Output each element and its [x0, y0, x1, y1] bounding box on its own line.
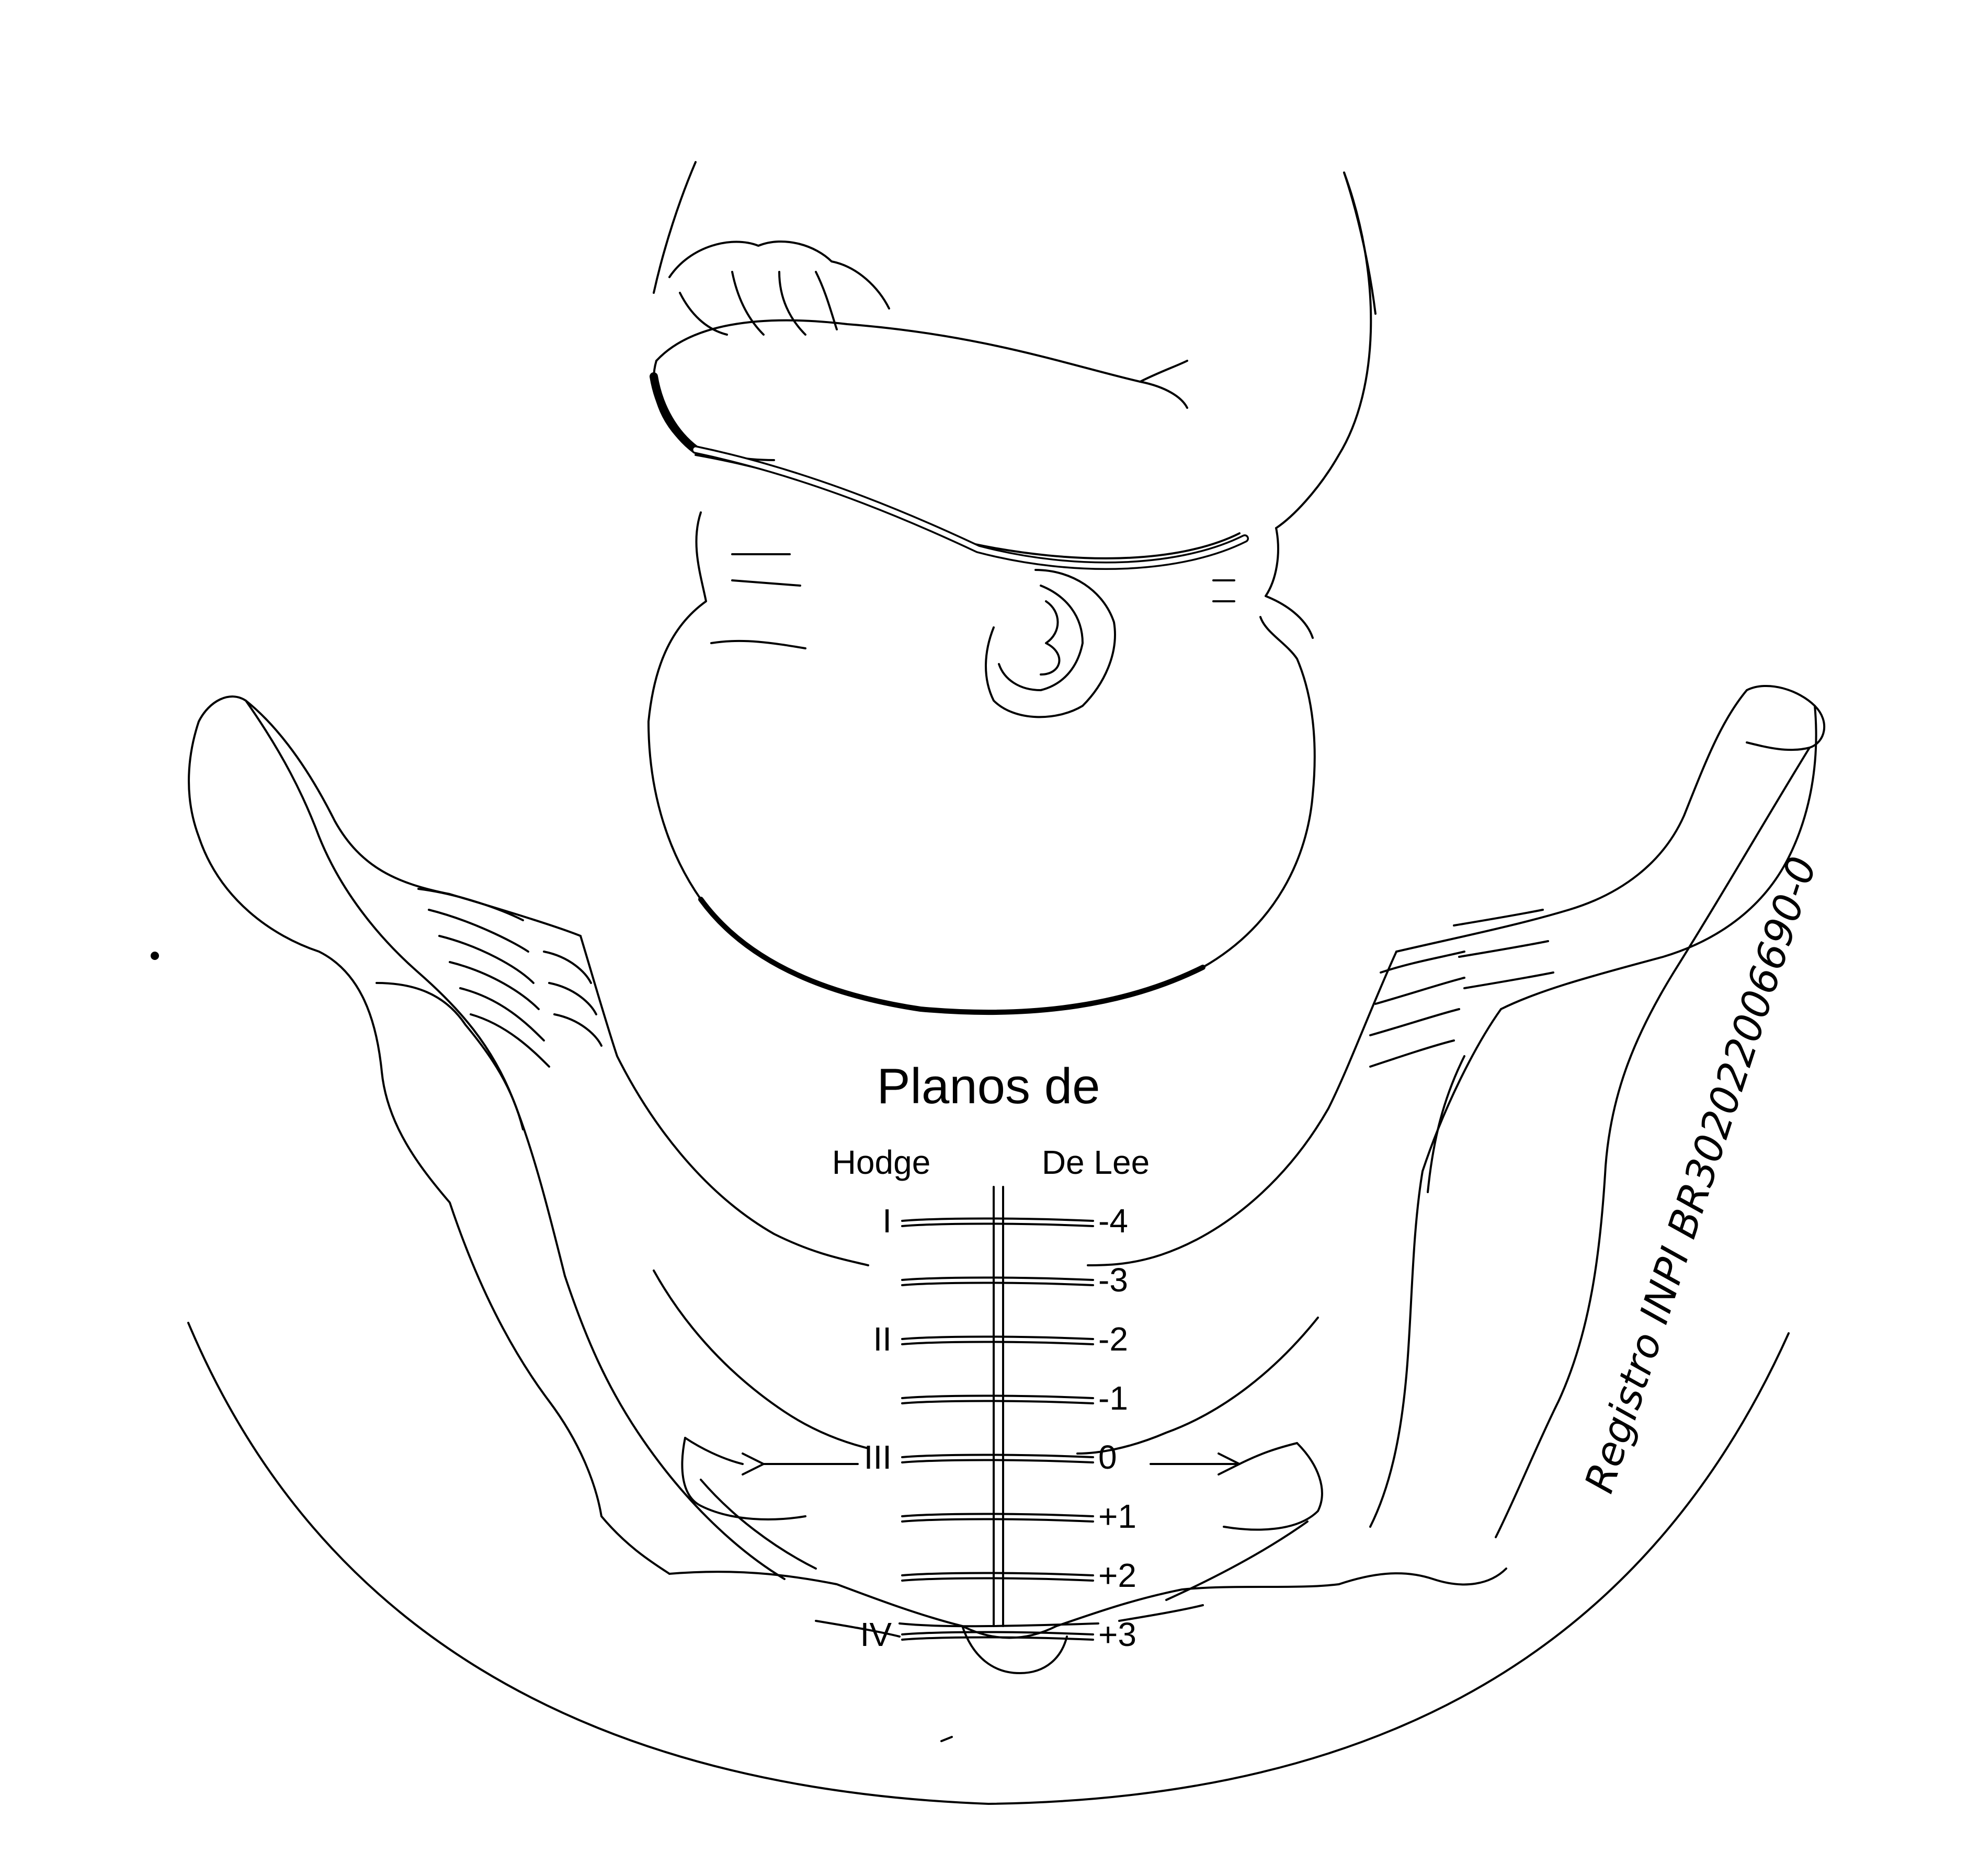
delee-station-label: -4 [1098, 1202, 1128, 1240]
stray-dot [151, 952, 159, 960]
station-line [901, 1276, 1094, 1281]
station-line-edge [901, 1282, 1094, 1286]
delee-header: De Lee [1042, 1143, 1150, 1181]
delee-station-label: +3 [1098, 1616, 1136, 1653]
hodge-plane-label: III [864, 1438, 892, 1476]
registration-text: Registro INPI BR302022006690-0 [1575, 851, 1825, 1498]
delee-labels: -4 -3 -2 -1 0 +1 +2 +3 [1098, 1202, 1136, 1653]
diagram-title: Planos de [877, 1058, 1100, 1114]
station-line [901, 1572, 1094, 1576]
plane-lines [901, 1217, 1094, 1641]
delee-station-label: -2 [1098, 1320, 1128, 1358]
station-line [901, 1394, 1094, 1399]
hodge-plane-label: II [873, 1320, 892, 1358]
station-line [901, 1335, 1094, 1340]
station-ruler [898, 1186, 1099, 1628]
station-line-edge [901, 1400, 1094, 1404]
fetus-illustration-icon [647, 171, 1372, 1015]
station-line [901, 1217, 1094, 1222]
station-line-edge [901, 1577, 1094, 1582]
station-line-edge [901, 1636, 1094, 1641]
delee-station-label: -3 [1098, 1261, 1128, 1299]
hodge-plane-label: I [882, 1202, 892, 1240]
station-line [901, 1631, 1094, 1635]
station-line-edge [901, 1341, 1094, 1345]
station-line [901, 1513, 1094, 1517]
outer-circle-outline [187, 161, 1790, 1805]
hodge-header: Hodge [832, 1143, 931, 1181]
delee-station-label: 0 [1098, 1438, 1117, 1476]
station-line [901, 1454, 1094, 1458]
delee-station-label: +1 [1098, 1497, 1136, 1535]
station-line-edge [901, 1518, 1094, 1523]
station-line-edge [901, 1459, 1094, 1463]
stray-mark [940, 1736, 953, 1742]
delee-station-label: -1 [1098, 1379, 1128, 1417]
station-line-edge [901, 1222, 1094, 1227]
pelvis-illustration-icon [188, 685, 1825, 1674]
hodge-plane-label: IV [860, 1616, 892, 1653]
delee-station-label: +2 [1098, 1557, 1136, 1594]
